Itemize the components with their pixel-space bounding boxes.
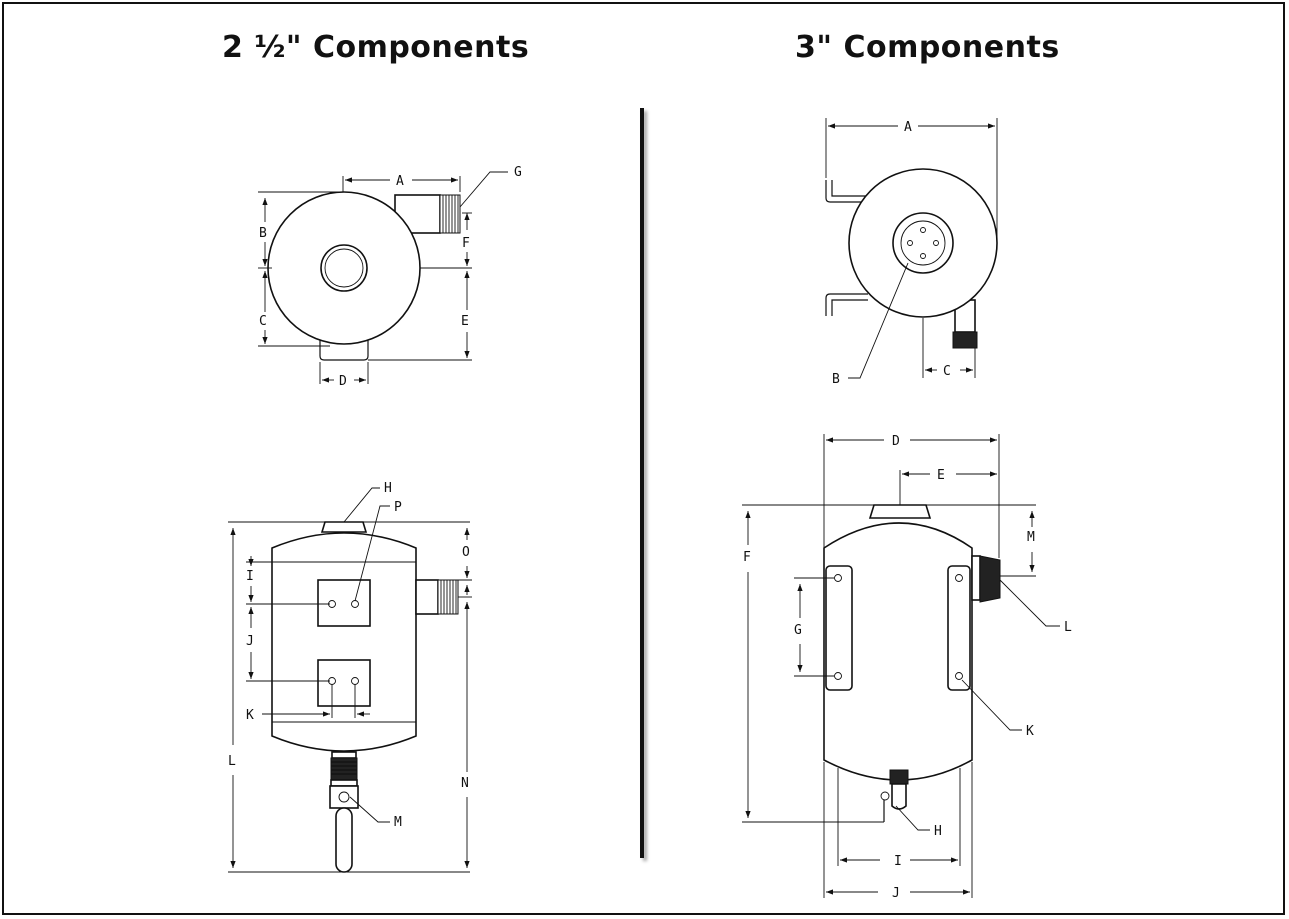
left-side-view: H P L I J K O N (228, 481, 472, 873)
right-side-label-H: H (934, 824, 942, 839)
left-top-label-A: A (396, 174, 404, 189)
right-side-label-L: L (1064, 620, 1072, 635)
right-side-view: D E F G M L K H (742, 434, 1072, 901)
left-side-label-O: O (462, 545, 470, 560)
left-side-lower-plate (317, 659, 371, 707)
right-side-right-strap (947, 565, 971, 691)
right-side-label-E: E (937, 468, 945, 483)
right-side-left-strap (825, 565, 853, 691)
right-side-label-D: D (892, 434, 900, 449)
right-side-label-G: G (794, 623, 802, 638)
left-top-label-F: F (462, 236, 470, 251)
left-top-view: A G B C F E D (258, 165, 522, 389)
left-side-label-L: L (228, 754, 236, 769)
left-top-threaded-outlet (439, 194, 461, 234)
left-side-drain-tube (335, 807, 353, 873)
right-side-housing (823, 522, 973, 781)
right-top-label-B: B (832, 372, 840, 387)
left-side-label-M: M (394, 815, 402, 830)
left-side-label-P: P (394, 500, 402, 515)
left-side-label-K: K (246, 708, 254, 723)
left-top-label-C: C (259, 314, 267, 329)
right-side-label-J: J (892, 886, 900, 901)
left-top-label-E: E (461, 314, 469, 329)
left-top-label-G: G (514, 165, 522, 180)
left-top-label-B: B (259, 226, 267, 241)
left-side-upper-plate (317, 579, 371, 627)
right-top-threaded-outlet (952, 331, 978, 349)
center-divider (640, 108, 644, 858)
right-top-label-A: A (904, 120, 912, 135)
left-side-label-H: H (384, 481, 392, 496)
right-side-label-I: I (894, 854, 902, 869)
right-side-label-K: K (1026, 724, 1034, 739)
title-2-5-inch-components: 2 ½" Components (222, 30, 530, 65)
title-3-inch-components: 3" Components (795, 30, 1060, 65)
left-side-label-I: I (246, 569, 254, 584)
right-side-label-M: M (1027, 530, 1035, 545)
right-side-label-F: F (743, 550, 751, 565)
left-top-label-D: D (339, 374, 347, 389)
left-side-housing (271, 532, 417, 752)
right-top-view: A B C (825, 118, 998, 387)
right-side-threaded-outlet (979, 555, 1001, 603)
left-side-label-J: J (246, 634, 254, 649)
right-top-label-C: C (943, 364, 951, 379)
left-side-label-N: N (461, 776, 469, 791)
